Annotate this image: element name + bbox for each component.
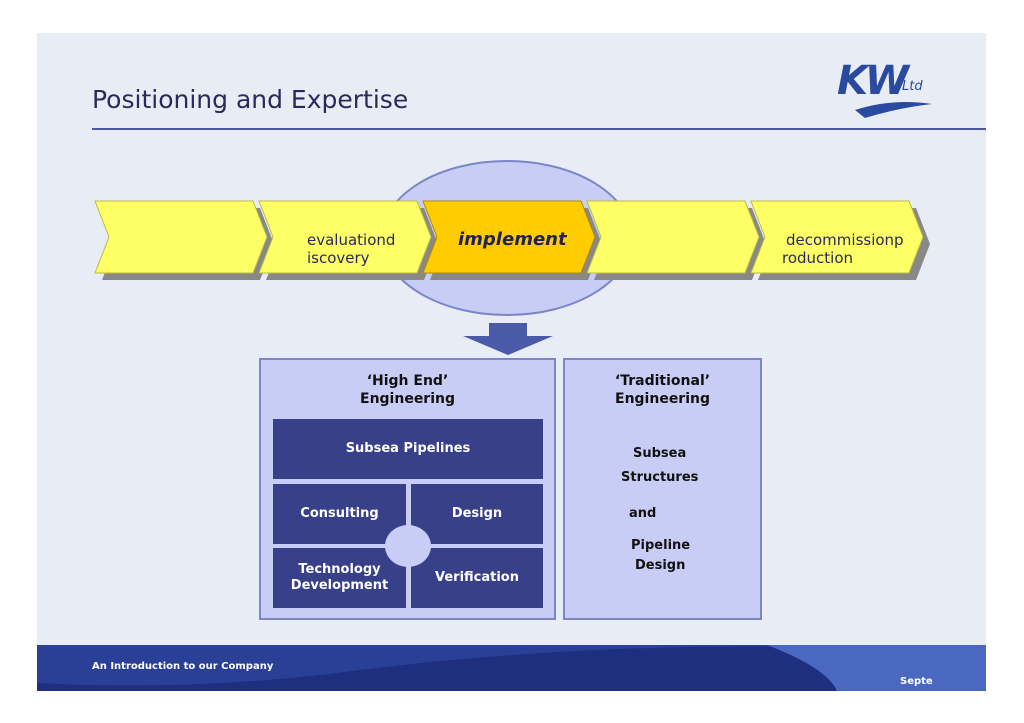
stage-label-line: iscovery [307, 249, 370, 267]
consulting-box: Consulting [273, 484, 406, 544]
logo-suffix: Ltd [902, 79, 923, 94]
logo-swoosh-icon [855, 102, 932, 118]
heading-line: ‘High End’ [366, 373, 449, 389]
traditional-line-subsea: Subsea [633, 446, 687, 461]
heading-line: ‘Traditional’ [614, 373, 711, 389]
traditional-heading: ‘Traditional’ Engineering [565, 372, 760, 408]
heading-line: Engineering [615, 391, 710, 407]
traditional-panel: ‘Traditional’ Engineering Subsea Structu… [563, 358, 762, 620]
stage-arrow-2 [258, 200, 438, 280]
stage-arrow-1 [94, 200, 274, 280]
subsea-pipelines-box: Subsea Pipelines [273, 419, 543, 479]
traditional-line-and: and [629, 506, 657, 521]
stage-arrow-4 [586, 200, 766, 280]
stage-arrow-3 [422, 200, 602, 280]
logo-wordmark: KW [837, 58, 909, 104]
high-end-panel: ‘High End’ Engineering Subsea Pipelines … [259, 358, 556, 620]
footer-background [37, 645, 986, 691]
high-end-heading: ‘High End’ Engineering [261, 372, 554, 408]
process-diagram [37, 160, 986, 691]
down-arrow [463, 323, 553, 355]
traditional-line-structures: Structures [621, 470, 699, 485]
stage-label-decommission: decommissionp roduction [782, 231, 904, 267]
traditional-line-pipeline: Pipeline [631, 538, 691, 553]
stage-label-line: evaluationd [307, 231, 396, 249]
page-title: Positioning and Expertise [92, 85, 409, 114]
stage-label-implement: implement [458, 229, 567, 250]
footer-date: Septe [900, 676, 933, 687]
stage-arrow-5 [750, 200, 930, 280]
title-divider [92, 128, 986, 130]
verification-box: Verification [411, 548, 543, 608]
design-box: Design [411, 484, 543, 544]
technology-development-box: Technology Development [273, 548, 406, 608]
footer-presentation-title: An Introduction to our Company [92, 661, 274, 672]
company-logo: KW Ltd [837, 58, 937, 120]
stage-label-line: decommissionp [786, 231, 904, 249]
traditional-line-design: Design [635, 558, 686, 573]
center-hub-circle [385, 525, 431, 567]
heading-line: Engineering [360, 391, 455, 407]
slide: Positioning and Expertise KW Ltd [37, 33, 986, 691]
stage-label-line: roduction [782, 249, 854, 267]
stage-label-evaluation: evaluationd iscovery [307, 231, 395, 267]
